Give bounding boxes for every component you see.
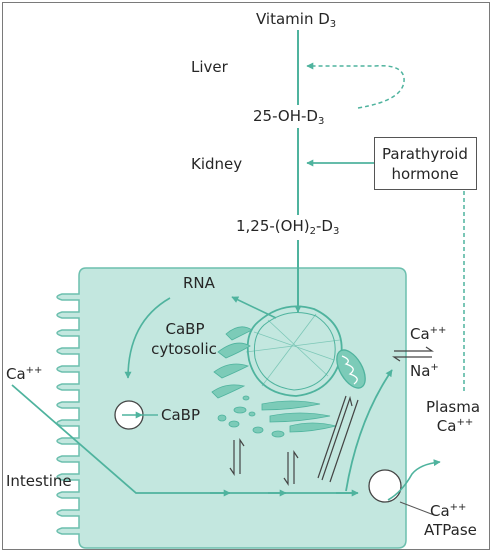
nucleus [245, 305, 343, 397]
atpase-out-arrow [387, 459, 441, 501]
ca-to-exchanger-arrow [345, 369, 393, 492]
rna-to-cabp-arrow [124, 297, 171, 379]
label-ca-exchange: Ca++ [410, 325, 447, 343]
label-cabp-protein: CaBP [161, 406, 201, 424]
label-cytosolic: cytosolic [151, 340, 217, 358]
label-ca-intake: Ca++ [6, 365, 43, 383]
intestinal-cell [56, 267, 407, 549]
label-1-25-oh2-d3: 1,25-(OH)2-D3 [236, 217, 340, 237]
atpase-pump [368, 469, 402, 503]
label-cabp: CaBP [165, 320, 205, 338]
diagram-frame [2, 2, 490, 550]
mitochondrion [336, 349, 366, 389]
equilibrium-arrows [229, 346, 434, 486]
label-parathyroid: Parathyroid [382, 145, 468, 163]
label-25-oh-d3: 25-OH-D3 [253, 107, 325, 127]
endoplasmic-reticulum [211, 326, 337, 438]
label-kidney: Kidney [191, 155, 243, 173]
parathyroid-hormone-box: Parathyroid hormone [374, 137, 477, 190]
label-liver: Liver [191, 58, 228, 76]
label-intestine: Intestine [6, 472, 72, 490]
label-plasma-ca: Ca++ [436, 417, 474, 435]
label-hormone: hormone [391, 165, 459, 183]
label-atpase-ca: Ca++ [430, 502, 467, 520]
label-rna: RNA [183, 274, 215, 292]
label-plasma: Plasma [425, 398, 481, 416]
nucleus-to-rna-arrow [231, 296, 277, 319]
label-atpase: ATPase [424, 521, 477, 539]
label-vitamin-d3: Vitamin D3 [256, 10, 337, 30]
label-na-exchange: Na+ [410, 362, 439, 380]
liver-feedback-dashed [306, 62, 405, 109]
